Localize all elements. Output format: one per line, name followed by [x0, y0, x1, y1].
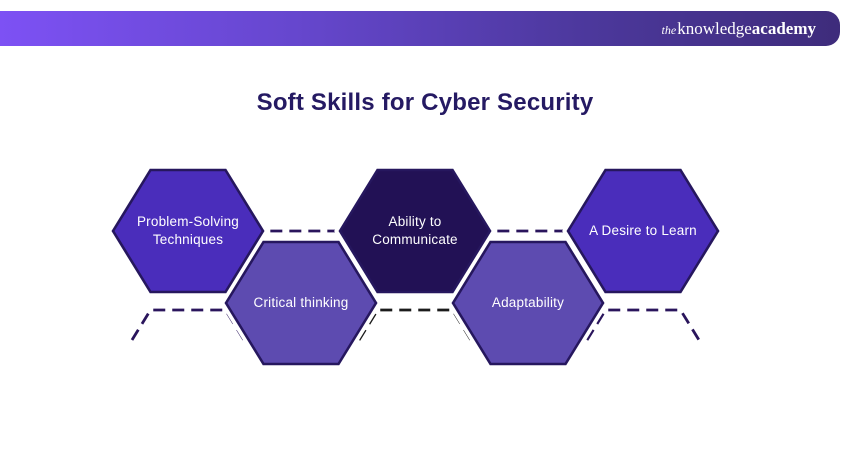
logo-academy: academy: [751, 19, 816, 38]
hexagon-problem-solving-techniques: [111, 168, 265, 294]
hexagon-ability-to-communicate: [338, 168, 492, 294]
dashed-hexagon-below-right: [585, 308, 701, 341]
page-title: Soft Skills for Cyber Security: [256, 89, 594, 116]
dashed-hexagon-below-left: [130, 308, 246, 341]
logo-the: the: [661, 23, 677, 37]
hexagon-adaptability: [451, 240, 605, 366]
hexagon-a-desire-to-learn: [566, 168, 720, 294]
logo-knowledge: knowledge: [677, 19, 752, 38]
dashed-hexagon-below-center: [357, 308, 473, 341]
hexagon-critical-thinking: [224, 240, 378, 366]
